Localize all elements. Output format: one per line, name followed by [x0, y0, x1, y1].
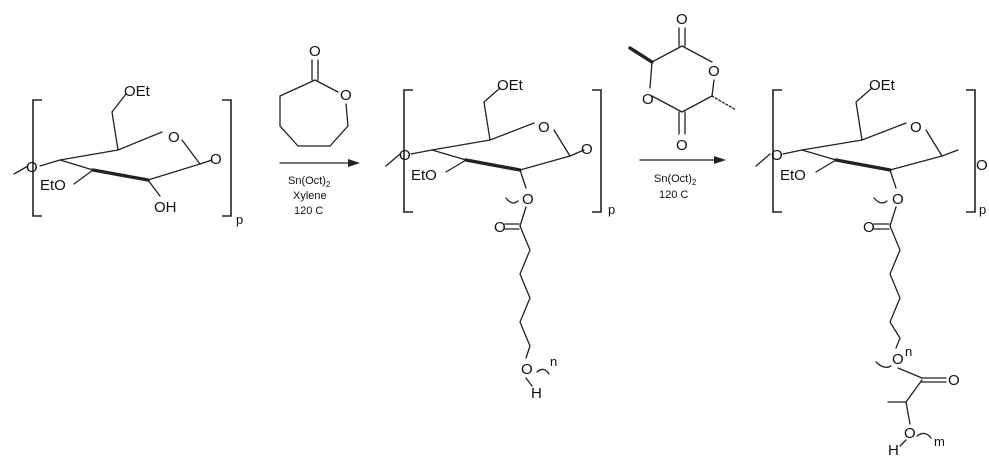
repeat-p: p [236, 212, 243, 227]
pcl-methylene-chain [519, 225, 531, 359]
caprolactone-carbonyl-o: O [309, 43, 321, 60]
caprolactone-structure: O O [279, 43, 352, 147]
right-linkage-o: O [581, 141, 593, 158]
pcl-chain-end-bracket [875, 361, 892, 368]
repeat-m: m [934, 434, 945, 449]
lactide-hash-methyl [711, 95, 737, 111]
step2-catalyst: Sn(Oct)2 [654, 173, 697, 187]
step1-temperature: 120 C [294, 205, 323, 217]
pcl-methylene-chain [889, 225, 901, 349]
ring-oxygen: O [168, 129, 180, 146]
ethyl-cellulose-structure: O O OEt EtO OH O p [13, 83, 243, 227]
lactide-wedge-methyl [628, 46, 654, 64]
terminal-h: H [531, 385, 542, 402]
step1-solvent: Xylene [293, 190, 327, 202]
left-linkage-o: O [771, 147, 783, 164]
right-linkage-o: O [976, 157, 988, 174]
step1-catalyst: Sn(Oct)2 [288, 175, 331, 189]
pcl-chain-o: O [521, 361, 533, 378]
reaction-arrow-2: Sn(Oct)2 120 C [639, 156, 726, 201]
lactide-top-carbonyl-o: O [676, 11, 688, 28]
right-bracket [592, 89, 602, 213]
step2-temperature: 120 C [659, 189, 688, 201]
repeat-n: n [550, 354, 557, 369]
ring-oxygen: O [538, 119, 550, 136]
c2-hydroxyl-label: OH [154, 199, 177, 216]
lactide-left-ring-o: O [642, 91, 654, 108]
ethoxymethyl-label: OEt [869, 77, 896, 94]
left-bracket [32, 99, 42, 217]
pcl-carbonyl-o: O [863, 219, 875, 236]
caprolactone-ring-o: O [340, 87, 352, 104]
pcl-chain-start-bracket [873, 197, 888, 204]
ec-g-pcl-b-pla-structure: O O OEt EtO O p O O O n O [755, 77, 988, 456]
pcl-chain-end-bracket [536, 368, 550, 375]
c2-linkage-o: O [522, 191, 534, 208]
repeat-n: n [905, 344, 912, 359]
right-bracket [222, 99, 232, 217]
repeat-p: p [979, 202, 986, 217]
c3-ethoxy-label: EtO [411, 167, 437, 184]
terminal-h: H [888, 442, 899, 456]
left-bracket [772, 89, 782, 213]
lactide-right-ring-o: O [708, 63, 720, 80]
pcl-carbonyl-o: O [494, 219, 506, 236]
pcl-chain-o: O [892, 351, 904, 368]
right-bracket [966, 89, 976, 213]
pla-chain-end-bracket [916, 432, 932, 439]
ethoxymethyl-label: OEt [497, 77, 524, 94]
pla-carbonyl-o: O [948, 372, 960, 389]
pla-chain-o: O [904, 425, 916, 442]
c3-ethoxy-label: EtO [780, 167, 806, 184]
c3-ethoxy-label: EtO [40, 177, 66, 194]
lactide-structure: O O O O [628, 11, 737, 154]
c2-linkage-o: O [892, 191, 904, 208]
left-linkage-o: O [26, 159, 38, 176]
right-linkage-o: O [210, 151, 222, 168]
ec-g-pcl-structure: O O OEt EtO O p O O O n H [385, 77, 615, 402]
repeat-p: p [608, 202, 615, 217]
pcl-chain-start-bracket [505, 197, 519, 204]
left-bracket [403, 89, 413, 213]
ring-oxygen: O [910, 119, 922, 136]
ethoxymethyl-label: OEt [124, 83, 151, 100]
left-linkage-o: O [399, 147, 411, 164]
reaction-arrow-1: Sn(Oct)2 Xylene 120 C [279, 159, 360, 217]
lactide-bottom-carbonyl-o: O [676, 137, 688, 154]
